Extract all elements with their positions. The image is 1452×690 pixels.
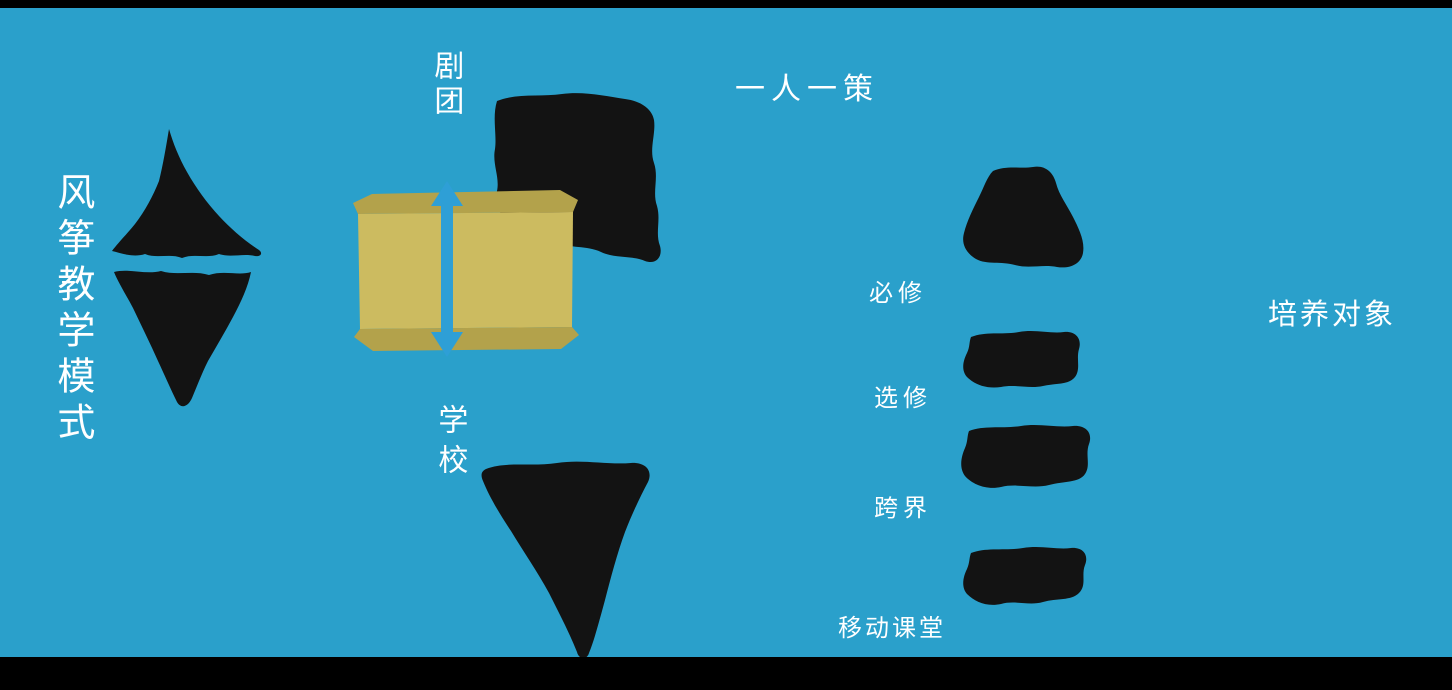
bottom-letterbox-bar	[0, 657, 1452, 690]
vertical-double-arrow-icon	[431, 181, 463, 357]
label-crossover-course: 跨界	[874, 494, 932, 522]
gold-banner	[353, 190, 579, 351]
diagram-title: 风筝教学模式	[50, 172, 95, 448]
label-training-target: 培养对象	[1268, 297, 1397, 331]
top-letterbox-bar	[0, 0, 1452, 8]
ink-blob-elective	[963, 331, 1080, 388]
label-one-person-one-policy: 一人一策	[735, 72, 879, 107]
label-troupe: 剧团	[428, 50, 464, 120]
ink-blob-required	[963, 166, 1084, 268]
ink-blob-mobile	[963, 547, 1087, 605]
ink-blob-school	[481, 461, 650, 659]
label-school: 学校	[432, 404, 468, 484]
label-mobile-classroom: 移动课堂	[838, 614, 946, 642]
gold-banner-bottom-edge	[354, 327, 579, 351]
label-elective-course: 选修	[874, 384, 932, 412]
ink-blob-kite-upper	[112, 129, 262, 258]
label-required-course: 必修	[869, 279, 927, 307]
ink-blob-kite-lower	[114, 270, 251, 407]
ink-blob-crossover	[961, 425, 1091, 488]
gold-banner-body	[358, 212, 573, 329]
gold-banner-top-edge	[353, 190, 578, 214]
